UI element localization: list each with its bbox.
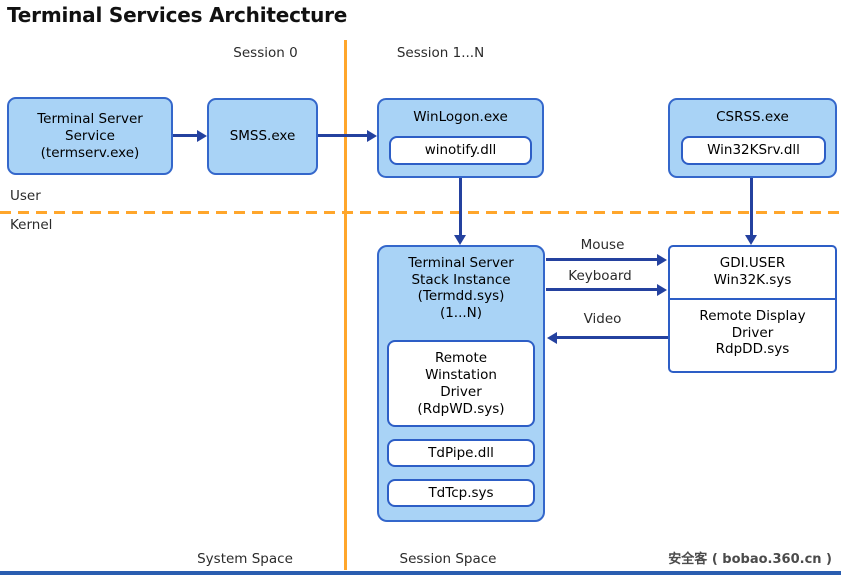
label-keyboard: Keyboard — [568, 268, 632, 284]
arrow-keyboard-line — [546, 288, 658, 291]
arrow-csrss-to-gdi-head — [745, 235, 757, 245]
node-csrss: CSRSS.exe Win32KSrv.dll — [668, 98, 837, 178]
arrow-tss-to-smss-head — [197, 130, 207, 142]
text-line: SMSS.exe — [229, 128, 296, 144]
winlogon-label: WinLogon.exe — [413, 109, 508, 125]
arrow-winlogon-to-stack-head — [454, 235, 466, 245]
text-line: Terminal Server — [37, 110, 143, 127]
stack-title: Terminal Server Stack Instance (Termdd.s… — [379, 255, 543, 321]
node-gdi-rdd-container: GDI.USER Win32K.sys Remote Display Drive… — [668, 245, 837, 373]
session-divider-line — [344, 40, 347, 570]
text-line: (termserv.exe) — [40, 144, 140, 161]
text-line: Remote Display — [699, 308, 806, 324]
text-line: Stack Instance — [411, 271, 511, 288]
text-line: Win32KSrv.dll — [707, 142, 800, 158]
arrow-smss-to-winlogon-line — [318, 134, 368, 137]
node-smss: SMSS.exe — [207, 98, 318, 175]
text-line: TdTcp.sys — [428, 484, 494, 501]
text-line: (1...N) — [439, 304, 483, 321]
label-user: User — [10, 188, 41, 204]
gdi-rdd-divider — [670, 298, 835, 300]
label-mouse: Mouse — [580, 237, 625, 253]
bottom-border-line — [0, 571, 841, 575]
text-line: Remote — [434, 349, 488, 366]
node-winlogon: WinLogon.exe winotify.dll — [377, 98, 544, 178]
label-kernel: Kernel — [10, 217, 53, 233]
node-tdpipe: TdPipe.dll — [387, 439, 535, 467]
text-line: GDI.USER — [719, 255, 786, 271]
arrow-smss-to-winlogon-head — [367, 130, 377, 142]
arrow-winlogon-to-stack-line — [459, 178, 462, 236]
label-video: Video — [583, 311, 622, 327]
text-line: (RdpWD.sys) — [417, 400, 505, 417]
label-session-space: Session Space — [399, 551, 497, 567]
arrow-video-head — [547, 332, 557, 344]
csrss-label: CSRSS.exe — [716, 109, 789, 125]
text-line: Driver — [731, 324, 774, 341]
arrow-mouse-line — [546, 258, 658, 261]
text-line: Winstation — [425, 366, 497, 383]
node-remote-winstation-driver: Remote Winstation Driver (RdpWD.sys) — [387, 340, 535, 427]
text-line: Win32K.sys — [713, 271, 792, 288]
node-remote-display-driver: Remote Display Driver RdpDD.sys — [670, 308, 835, 358]
user-kernel-boundary-line — [0, 211, 841, 214]
node-win32ksrv: Win32KSrv.dll — [681, 136, 826, 165]
text-line: Service — [65, 127, 115, 144]
arrow-tss-to-smss-line — [173, 134, 199, 137]
text-line: RdpDD.sys — [715, 341, 790, 357]
node-gdi-win32k: GDI.USER Win32K.sys — [670, 255, 835, 288]
node-tdtcp: TdTcp.sys — [387, 479, 535, 507]
label-session-0: Session 0 — [233, 45, 298, 61]
watermark-brand: 安全客 — [668, 552, 708, 567]
watermark-suffix: ( bobao.360.cn ) — [707, 552, 832, 567]
label-system-space: System Space — [197, 551, 293, 567]
arrow-keyboard-head — [657, 284, 667, 296]
text-line: winotify.dll — [424, 142, 497, 158]
arrow-video-line — [556, 336, 668, 339]
text-line: TdPipe.dll — [428, 444, 494, 461]
text-line: Driver — [440, 383, 482, 400]
arrow-mouse-head — [657, 254, 667, 266]
node-terminal-server-stack-instance: Terminal Server Stack Instance (Termdd.s… — [377, 245, 545, 522]
node-terminal-server-service: Terminal Server Service (termserv.exe) — [7, 97, 173, 175]
watermark: 安全客 ( bobao.360.cn ) — [650, 548, 832, 567]
text-line: (Termdd.sys) — [417, 288, 505, 304]
arrow-csrss-to-gdi-line — [750, 178, 753, 236]
label-session-1-n: Session 1...N — [396, 45, 485, 61]
diagram-title: Terminal Services Architecture — [7, 3, 348, 27]
text-line: Terminal Server — [408, 255, 514, 271]
node-winotify: winotify.dll — [389, 136, 532, 165]
